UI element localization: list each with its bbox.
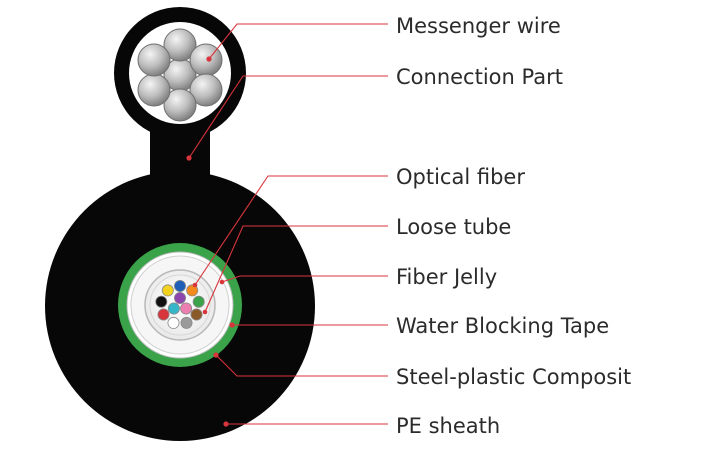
label-loose-tube: Loose tube [396,215,511,239]
leader-line-steel-plastic-composite [215,354,388,377]
label-optical-fiber: Optical fiber [396,165,525,189]
optical-fiber [155,295,168,308]
label-messenger-wire: Messenger wire [396,14,561,38]
optical-fiber [180,302,193,315]
label-connection-part: Connection Part [396,65,563,89]
steel-strand [163,28,197,62]
optical-fibers [155,279,205,329]
leader-dots [186,56,235,427]
leader-dot [206,56,212,62]
label-steel-plastic-composite: Steel-plastic Composit [396,365,631,389]
loose-tube [144,269,216,341]
leader-dot [223,421,229,427]
leader-dot [186,155,192,161]
leader-line-optical-fiber [194,175,388,286]
optical-fiber [167,302,180,315]
leader-dot [192,282,198,288]
leader-line-loose-tube [204,225,388,313]
steel-strand [137,73,171,107]
label-pe-sheath: PE sheath [396,414,500,438]
leader-line-messenger-wire [208,23,388,60]
leader-dot [202,309,208,315]
optical-fiber [192,295,205,308]
steel-strand [137,43,171,77]
label-water-blocking-tape: Water Blocking Tape [396,314,609,338]
steel-strand [189,73,223,107]
optical-fiber [157,308,170,321]
leader-line-fiber-jelly [221,275,388,283]
steel-strand [163,88,197,122]
label-fiber-jelly: Fiber Jelly [396,265,497,289]
leader-dot [219,279,225,285]
loose-tube-inner [149,274,211,336]
optical-fiber [190,308,203,321]
optical-fiber [161,284,174,297]
leader-lines [188,23,388,425]
leader-line-connection-part [188,75,388,159]
leader-dot [213,352,219,358]
optical-fiber [186,284,199,297]
optical-fiber [173,279,186,292]
optical-fiber [167,316,180,329]
optical-fiber [173,291,186,304]
optical-fiber [180,316,193,329]
leader-dot [229,322,235,328]
